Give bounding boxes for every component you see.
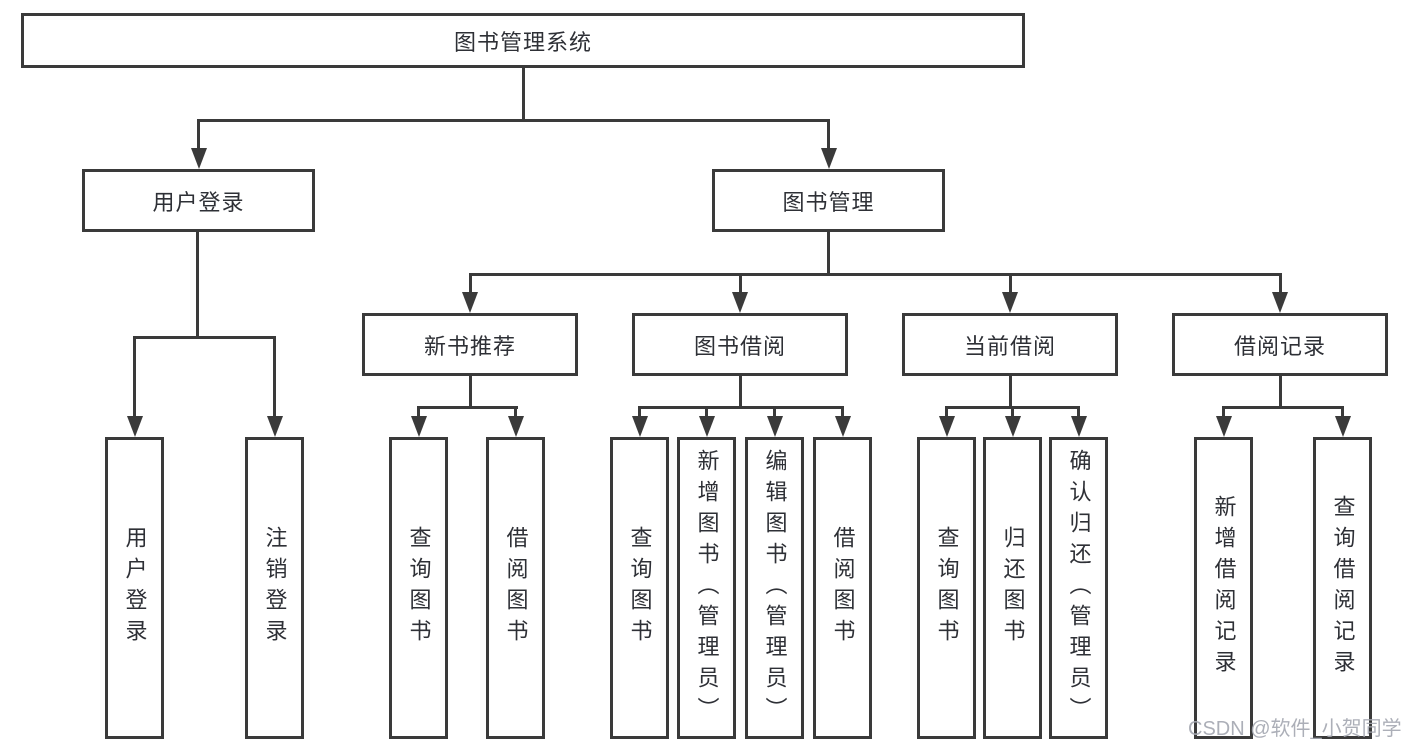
connector-line [468, 376, 472, 409]
arrow-down-icon [1002, 273, 1018, 313]
leaf-add-borrow-record: 新增借阅记录 [1194, 437, 1253, 739]
node-label: 图书管理系统 [453, 29, 592, 55]
leaf-query-borrow-record: 查询借阅记录 [1313, 437, 1372, 739]
arrow-down-icon [507, 406, 524, 437]
leaf-query-books-recommend: 查询图书 [389, 437, 448, 739]
connector-line [521, 68, 525, 122]
csdn-watermark: CSDN @软件_小贺同学 [1188, 718, 1402, 740]
node-label: 当前借阅 [963, 333, 1056, 359]
leaf-edit-book-admin: 编辑图书（管理员） [745, 437, 804, 739]
connector-line [738, 376, 742, 409]
connector-line [133, 336, 276, 339]
node-book-borrowing: 图书借阅 [632, 313, 848, 376]
arrow-down-icon [126, 336, 143, 437]
node-label: 借阅记录 [1233, 333, 1326, 359]
node-label: 查询图书 [627, 526, 653, 650]
leaf-user-login: 用户登录 [105, 437, 164, 739]
connector-line [638, 406, 844, 409]
arrow-down-icon [938, 406, 955, 437]
leaf-query-books-borrowing: 查询图书 [610, 437, 669, 739]
arrow-down-icon [1004, 406, 1021, 437]
arrow-down-icon [820, 119, 837, 169]
node-label: 借阅图书 [830, 526, 856, 650]
node-label: 新增图书（管理员） [694, 448, 720, 728]
arrow-down-icon [266, 336, 283, 437]
connector-line [827, 232, 830, 276]
arrow-down-icon [1334, 406, 1351, 437]
connector-line [1008, 376, 1012, 409]
leaf-borrow-books-borrowing: 借阅图书 [813, 437, 872, 739]
node-label: 归还图书 [1000, 526, 1026, 650]
node-label: 查询图书 [406, 526, 432, 650]
leaf-add-book-admin: 新增图书（管理员） [677, 437, 736, 739]
node-label: 图书管理 [782, 189, 875, 215]
connector-line [1222, 406, 1344, 409]
leaf-borrow-books-recommend: 借阅图书 [486, 437, 545, 739]
arrow-down-icon [1272, 273, 1288, 313]
connector-line [195, 232, 199, 339]
node-label: 用户登录 [122, 526, 148, 650]
node-book-management: 图书管理 [712, 169, 945, 232]
node-label: 确认归还（管理员） [1066, 448, 1092, 728]
node-label: 用户登录 [152, 189, 245, 215]
arrow-down-icon [631, 406, 648, 437]
node-label: 编辑图书（管理员） [762, 448, 788, 728]
node-user-login-branch: 用户登录 [82, 169, 315, 232]
connector-line [468, 273, 1282, 276]
arrow-down-icon [410, 406, 427, 437]
node-label: 借阅图书 [503, 526, 529, 650]
arrow-down-icon [1215, 406, 1232, 437]
node-label: 新书推荐 [423, 333, 516, 359]
connector-line [197, 119, 830, 122]
node-borrowing-records: 借阅记录 [1172, 313, 1388, 376]
arrow-down-icon [190, 119, 207, 169]
node-new-book-recommendation: 新书推荐 [362, 313, 578, 376]
node-library-management-system: 图书管理系统 [21, 13, 1025, 68]
leaf-query-books-current: 查询图书 [917, 437, 976, 739]
leaf-logout: 注销登录 [245, 437, 304, 739]
arrow-down-icon [698, 406, 715, 437]
arrow-down-icon [1070, 406, 1087, 437]
arrow-down-icon [462, 273, 478, 313]
arrow-down-icon [834, 406, 851, 437]
node-label: 查询借阅记录 [1330, 495, 1356, 681]
connector-line [417, 406, 518, 409]
leaf-return-books: 归还图书 [983, 437, 1042, 739]
node-label: 新增借阅记录 [1211, 495, 1237, 681]
arrow-down-icon [732, 273, 748, 313]
node-label: 注销登录 [262, 526, 288, 650]
arrow-down-icon [766, 406, 783, 437]
node-current-borrowing: 当前借阅 [902, 313, 1118, 376]
leaf-confirm-return-admin: 确认归还（管理员） [1049, 437, 1108, 739]
node-label: 查询图书 [934, 526, 960, 650]
node-label: 图书借阅 [693, 333, 786, 359]
connector-line [1278, 376, 1282, 409]
